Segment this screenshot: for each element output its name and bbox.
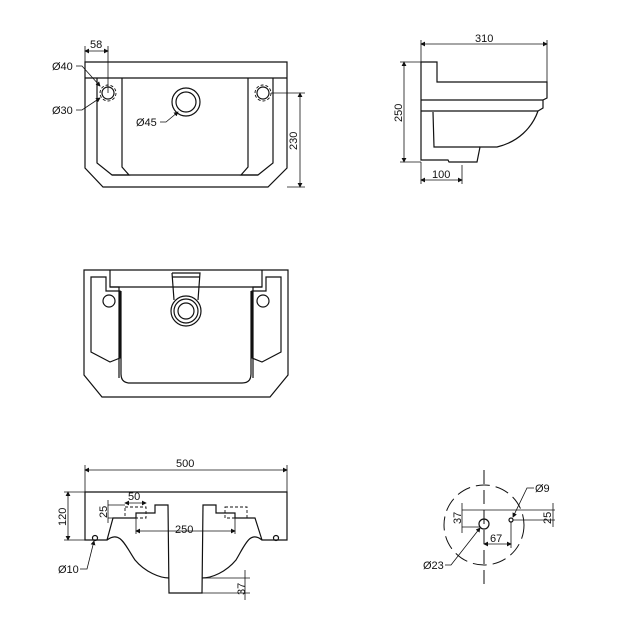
dim-500: 500: [176, 458, 194, 470]
dim-25: 25: [98, 506, 110, 518]
dim-230: 230: [288, 132, 300, 150]
label-dia-23: Ø23: [423, 560, 444, 572]
tap-hole-right: [256, 294, 270, 308]
dim-37-detail: 37: [452, 512, 464, 524]
side-view: 310 250 100: [393, 33, 548, 184]
dim-100: 100: [432, 169, 450, 181]
fixing-hole: [508, 517, 514, 523]
dim-250: 250: [175, 524, 193, 536]
front-view: 500 120 25 50 250 37 Ø10: [57, 458, 288, 600]
hole-detail: 37 25 67 Ø9 Ø23: [423, 470, 555, 585]
dim-58: 58: [90, 39, 102, 51]
label-dia-40: Ø40: [52, 61, 73, 73]
dim-37: 37: [236, 583, 248, 595]
dim-67: 67: [490, 533, 502, 545]
dim-250: 250: [393, 104, 405, 122]
dim-25-detail: 25: [542, 512, 554, 524]
dim-120: 120: [57, 508, 69, 526]
top-view: 58 Ø40 Ø30 Ø45 230: [52, 39, 305, 188]
label-dia-30: Ø30: [52, 105, 73, 117]
label-dia-45: Ø45: [136, 117, 157, 129]
plan-view: [83, 269, 289, 398]
tap-hole-left: [102, 294, 116, 308]
drain-hole: [171, 87, 201, 117]
dim-310: 310: [475, 33, 493, 45]
label-dia-9: Ø9: [535, 483, 550, 495]
label-dia-10: Ø10: [58, 564, 79, 576]
dim-50: 50: [128, 491, 140, 503]
waste-hole: [478, 518, 490, 530]
drain-outlet: [170, 295, 202, 327]
